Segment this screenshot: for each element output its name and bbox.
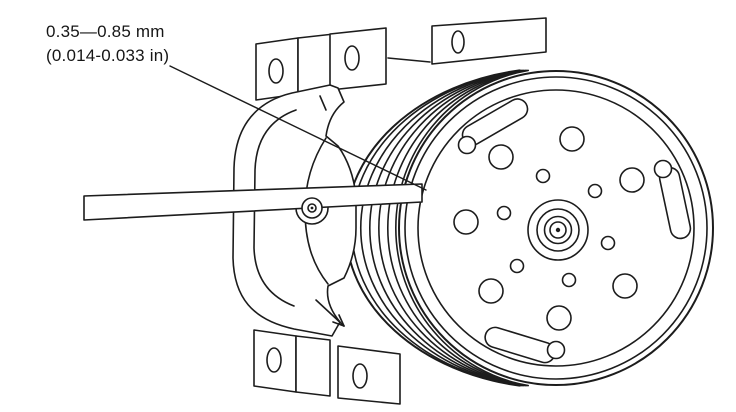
air-gap-annotation: 0.35—0.85 mm (0.014-0.033 in) — [46, 20, 169, 68]
pulley-grooves — [344, 69, 529, 387]
clutch-plate — [398, 70, 714, 386]
leader-line — [169, 65, 427, 191]
air-gap-spec-in: (0.014-0.033 in) — [46, 46, 170, 65]
mounting-lugs — [253, 27, 401, 405]
pivot-bolt — [301, 197, 323, 219]
clutch-hub — [527, 199, 589, 261]
clutch-holes — [453, 126, 645, 331]
rear-mounting-lug — [387, 17, 547, 65]
lower-pointer — [315, 299, 345, 327]
air-gap-spec-mm: 0.35—0.85 mm — [46, 22, 165, 41]
feeler-rod — [83, 183, 423, 221]
clutch-slots — [457, 98, 692, 364]
